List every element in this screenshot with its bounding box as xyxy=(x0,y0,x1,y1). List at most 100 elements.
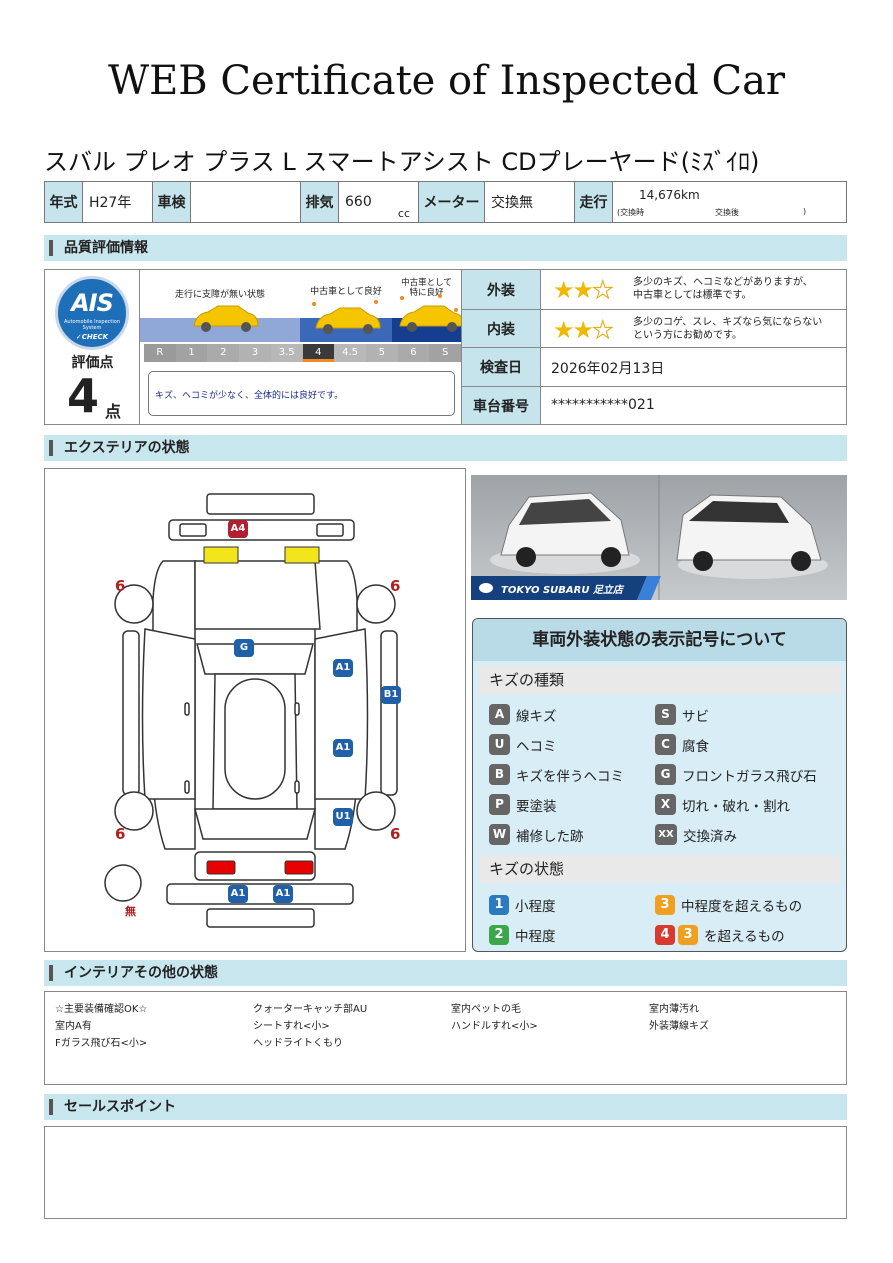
level-code: 4 xyxy=(655,925,675,945)
type-code: C xyxy=(655,734,676,755)
ais-logo-sub: Automobile Inspection System xyxy=(64,319,120,331)
exterior-note-1: 多少のキズ、ヘコミなどがありますが、 xyxy=(633,277,813,288)
section-exterior: エクステリアの状態 xyxy=(44,435,847,461)
spec-table: 年式 H27年 車検 排気 660 cc メーター 交換無 走行 14,676k… xyxy=(44,181,847,223)
type-code: U xyxy=(489,734,510,755)
chassis-value: ***********021 xyxy=(551,397,655,413)
inspection-date-value: 2026年02月13日 xyxy=(551,361,665,377)
damage-mark-a1-2: A1 xyxy=(333,739,353,757)
car-icon-yellow-2 xyxy=(315,307,381,334)
star-icon: ★ xyxy=(553,316,574,344)
damage-mark-a1-4: A1 xyxy=(273,885,293,903)
type-code: X xyxy=(655,794,676,815)
tire-mark-rear-right: 6 xyxy=(390,825,401,843)
interior-item: クォーターキャッチ部AU xyxy=(253,1004,368,1015)
level-code: 3 xyxy=(655,895,675,915)
ais-logo: AIS Automobile Inspection System ✓CHECK xyxy=(55,276,129,350)
legend-levels-label: キズの状態 xyxy=(479,855,841,883)
step-2: 2 xyxy=(207,344,240,362)
ais-logo-text: AIS xyxy=(71,289,114,317)
star-icon: ★ xyxy=(553,276,574,304)
step-4-5: 4.5 xyxy=(334,344,366,362)
interior-notes: ☆主要装備確認OK☆ クォーターキャッチ部AU 室内ペットの毛 室内薄汚れ 室内… xyxy=(44,991,847,1085)
star-empty-icon: ★ xyxy=(592,276,614,305)
interior-item: ヘッドライトくもり xyxy=(253,1038,343,1049)
scale-car-illustrations xyxy=(193,294,461,334)
interior-note-1: 多少のコゲ、スレ、キズなら気にならない xyxy=(633,317,823,328)
grade-box: AIS Automobile Inspection System ✓CHECK … xyxy=(44,269,847,425)
chassis-row: 車台番号 ***********021 xyxy=(461,387,847,424)
interior-label: 内装 xyxy=(461,310,541,347)
mileage-value: 14,676km xyxy=(639,188,700,202)
scale-head-3: 中古車として 特に良好 xyxy=(392,278,461,298)
type-text: 腐食 xyxy=(682,738,709,755)
exterior-label: 外装 xyxy=(461,270,541,309)
sales-points-box xyxy=(44,1126,847,1219)
tire-mark-front-left: 6 xyxy=(115,577,126,595)
tail-light-right xyxy=(284,860,314,875)
damage-highlight-headlight-right xyxy=(284,546,320,564)
interior-item: Fガラス飛び石<小> xyxy=(55,1038,148,1049)
interior-stars: ★★★ xyxy=(553,316,614,345)
legend-type-x: X 切れ・破れ・割れ xyxy=(655,794,790,815)
interior-item: シートすれ<小> xyxy=(253,1021,330,1032)
exterior-note: 多少のキズ、ヘコミなどがありますが、 中古車としては標準です。 xyxy=(633,276,813,302)
level-code-2: 3 xyxy=(678,925,698,945)
step-6: 6 xyxy=(397,344,430,362)
car-damage-diagram: 6 6 6 6 無 A4 G A1 B1 A1 U1 A1 A1 xyxy=(44,468,466,952)
interior-item: 室内A有 xyxy=(55,1021,92,1032)
legend-types-label: キズの種類 xyxy=(479,666,841,694)
level-text: 小程度 xyxy=(515,899,556,915)
mileage-note-before: (交換時 xyxy=(617,208,645,217)
year-label: 年式 xyxy=(44,181,83,223)
scale-head-2: 中古車として良好 xyxy=(310,287,382,297)
displacement-unit: cc xyxy=(397,207,410,220)
section-quality: 品質評価情報 xyxy=(44,235,847,261)
section-sales: セールスポイント xyxy=(44,1094,847,1120)
legend-type-c: C 腐食 xyxy=(655,734,709,755)
mileage-note-after: 交換後 xyxy=(715,208,739,217)
damage-mark-u1: U1 xyxy=(333,808,353,826)
type-code: B xyxy=(489,764,510,785)
type-code: G xyxy=(655,764,676,785)
mileage-note-close: ) xyxy=(803,207,807,216)
star-empty-icon: ★ xyxy=(592,316,614,345)
star-icon: ★ xyxy=(572,316,594,344)
dealer-name: TOKYO SUBARU 足立店 xyxy=(501,585,623,596)
star-icon: ★ xyxy=(572,276,594,304)
step-3-5: 3.5 xyxy=(270,344,303,362)
type-text: 要塗装 xyxy=(516,798,557,815)
displacement-value: 660 xyxy=(345,194,372,210)
legend-title: 車両外装状態の表示記号について xyxy=(473,619,846,661)
type-text: サビ xyxy=(682,708,709,725)
type-text: 交換済み xyxy=(683,828,737,845)
interior-item: 室内薄汚れ xyxy=(649,1004,699,1015)
exterior-row: 外装 ★★★ 多少のキズ、ヘコミなどがありますが、 中古車としては標準です。 xyxy=(461,270,847,310)
inspection-date-label: 検査日 xyxy=(461,348,541,386)
shaken-value xyxy=(190,181,301,223)
tire-mark-front-right: 6 xyxy=(390,577,401,595)
year-value: H27年 xyxy=(82,181,153,223)
car-outline xyxy=(104,493,398,928)
interior-item: 室内ペットの毛 xyxy=(451,1004,521,1015)
exterior-note-2: 中古車としては標準です。 xyxy=(633,290,752,301)
type-text: 切れ・破れ・割れ xyxy=(682,798,790,815)
tail-light-left xyxy=(206,860,236,875)
mileage-label: 走行 xyxy=(574,181,613,223)
step-s: S xyxy=(429,344,462,362)
step-r: R xyxy=(144,344,176,362)
interior-note-2: という方にお勧めです。 xyxy=(633,330,742,341)
displacement-label: 排気 xyxy=(300,181,339,223)
damage-highlight-headlight-left xyxy=(203,546,239,564)
scale-head-1: 走行に支障が無い状態 xyxy=(174,290,265,300)
car-icon-yellow-1 xyxy=(193,305,259,332)
